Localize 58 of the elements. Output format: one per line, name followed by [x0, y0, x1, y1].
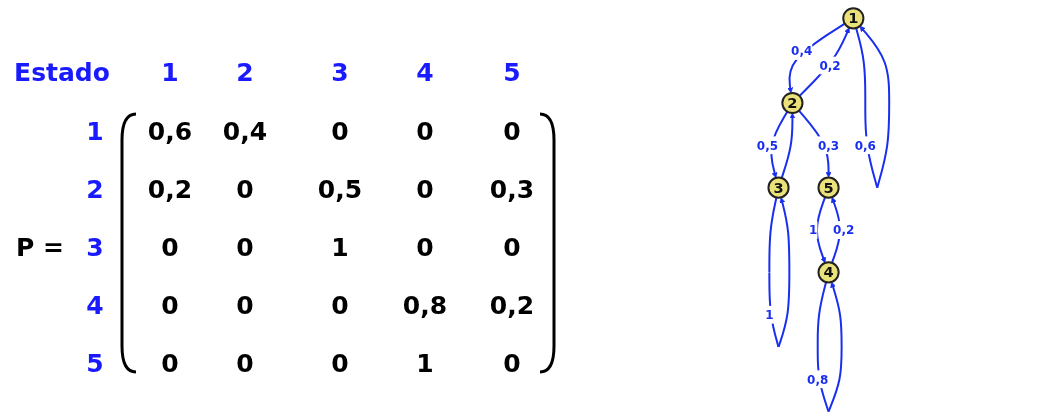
node-circle: 4	[817, 261, 840, 284]
state-header: 1	[161, 58, 179, 88]
matrix-entry: 0	[236, 291, 254, 321]
matrix-entry: 0	[161, 233, 179, 263]
node-circle: 2	[781, 91, 804, 115]
arrow	[780, 112, 796, 180]
matrix-entry: 0,2	[489, 291, 535, 321]
edge-label: 0,6	[854, 138, 876, 153]
matrix-entry: 0	[331, 291, 349, 321]
matrix-entry: 0	[503, 349, 521, 379]
arrow	[798, 27, 850, 97]
arrow	[815, 196, 827, 264]
matrix-entry: 0,8	[402, 291, 448, 321]
matrix-entry: 0	[416, 233, 434, 263]
matrix-entry: 0	[236, 175, 254, 205]
column-header: Estado	[14, 58, 110, 88]
matrix-entry: 0	[161, 349, 179, 379]
edge-label: 0,3	[817, 138, 840, 153]
edge-label: 0,2	[833, 223, 855, 238]
edge-label: 1	[765, 307, 774, 322]
edge-label: 1	[808, 223, 818, 238]
matrix-entry: 0,5	[317, 175, 363, 205]
matrix-entry: 0	[503, 233, 521, 263]
state-header: 3	[331, 58, 349, 88]
matrix-entry: 0	[416, 175, 434, 205]
matrix-entry: 0	[331, 349, 349, 379]
arrow	[787, 22, 846, 94]
arrow	[816, 281, 843, 413]
node-circle: 1	[842, 7, 865, 30]
edge-label: 0,8	[807, 372, 829, 387]
arrow	[770, 110, 789, 179]
state-header: 2	[236, 58, 254, 88]
row-header: 2	[86, 175, 104, 205]
edge-label: 0,2	[819, 58, 841, 73]
matrix-entry: 0	[161, 291, 179, 321]
matrix-name: P =	[16, 233, 64, 263]
matrix-entry: 0,4	[222, 117, 268, 147]
state-header: 5	[503, 58, 521, 88]
node-circle: 3	[767, 176, 790, 199]
matrix-entry: 0	[236, 233, 254, 263]
matrix-entry: 0	[416, 117, 434, 147]
matrix-entry: 0,3	[489, 175, 535, 205]
matrix-entry: 0,6	[147, 117, 193, 147]
matrix-entry: 0	[503, 117, 521, 147]
state-header: 4	[416, 58, 434, 88]
row-header: 1	[86, 117, 104, 147]
row-header: 5	[86, 349, 104, 379]
edge-label: 0,5	[756, 138, 779, 153]
matrix-entry: 0,2	[147, 175, 193, 205]
matrix-entry: 1	[331, 233, 349, 263]
matrix-entry: 1	[416, 349, 434, 379]
row-header: 4	[86, 291, 104, 321]
node-circle: 5	[817, 176, 840, 199]
matrix-entry: 0	[331, 117, 349, 147]
arrow	[855, 25, 891, 189]
row-header: 3	[86, 233, 104, 263]
matrix-entry: 0	[236, 349, 254, 379]
edge-label: 0,4	[791, 43, 813, 58]
